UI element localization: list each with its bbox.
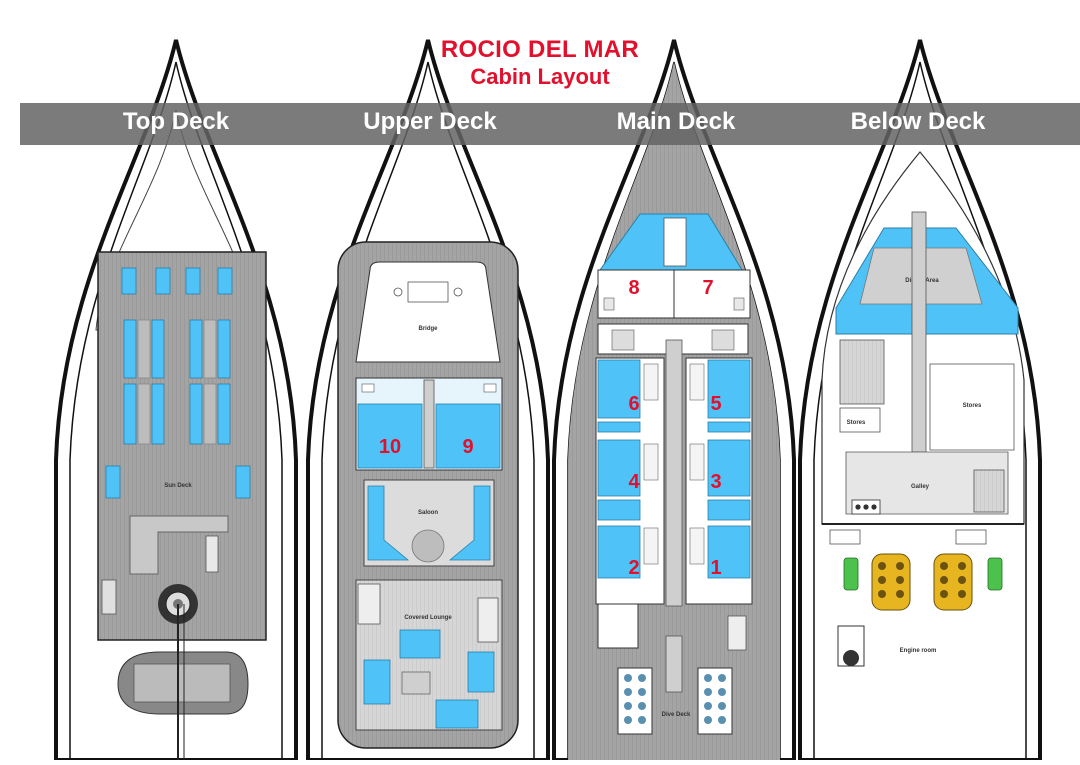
vessel-name: ROCIO DEL MAR — [440, 36, 640, 63]
area-label-dive-deck: Dive Deck — [662, 712, 691, 718]
cabin-number-5: 5 — [710, 393, 721, 415]
below-deck-plan: Dining Area Stores Stores Galley — [798, 39, 1042, 762]
area-label-bridge: Bridge — [418, 326, 438, 332]
dive-tank-rack-port — [617, 667, 653, 735]
cabin-number-1: 1 — [710, 557, 721, 579]
cabin-number-10: 10 — [379, 436, 401, 458]
deck-title-below: Below Deck — [850, 108, 986, 135]
cabin-number-2: 2 — [628, 557, 639, 579]
deck-title-top: Top Deck — [122, 108, 230, 135]
deck-name-band — [20, 103, 1080, 145]
cabin-number-4: 4 — [628, 471, 640, 493]
engine-starboard — [933, 553, 973, 611]
top-deck-plan: Sun Deck — [54, 39, 298, 762]
area-label-stores-port: Stores — [847, 420, 866, 426]
area-label-saloon: Saloon — [418, 510, 438, 516]
cabin-number-3: 3 — [710, 471, 721, 493]
deck-title-main: Main Deck — [616, 108, 736, 135]
area-label-stores-starboard: Stores — [963, 403, 982, 409]
cabin-number-8: 8 — [628, 277, 639, 299]
dive-tank-rack-starboard — [697, 667, 733, 735]
cabin-number-7: 7 — [702, 277, 713, 299]
engine-port — [871, 553, 911, 611]
upper-deck-plan: Bridge 10 9 Saloon Covered Lounge — [306, 39, 550, 762]
area-label-sun-deck: Sun Deck — [164, 483, 192, 489]
cabin-number-9: 9 — [462, 436, 473, 458]
main-deck-plan: 8 7 6 5 4 3 2 1 — [552, 39, 796, 762]
layout-subtitle: Cabin Layout — [470, 64, 610, 89]
cabin-number-6: 6 — [628, 393, 639, 415]
area-label-galley: Galley — [911, 484, 930, 490]
area-label-engine-room: Engine room — [900, 648, 937, 654]
area-label-covered-lounge: Covered Lounge — [404, 615, 452, 621]
deck-title-upper: Upper Deck — [363, 108, 497, 135]
